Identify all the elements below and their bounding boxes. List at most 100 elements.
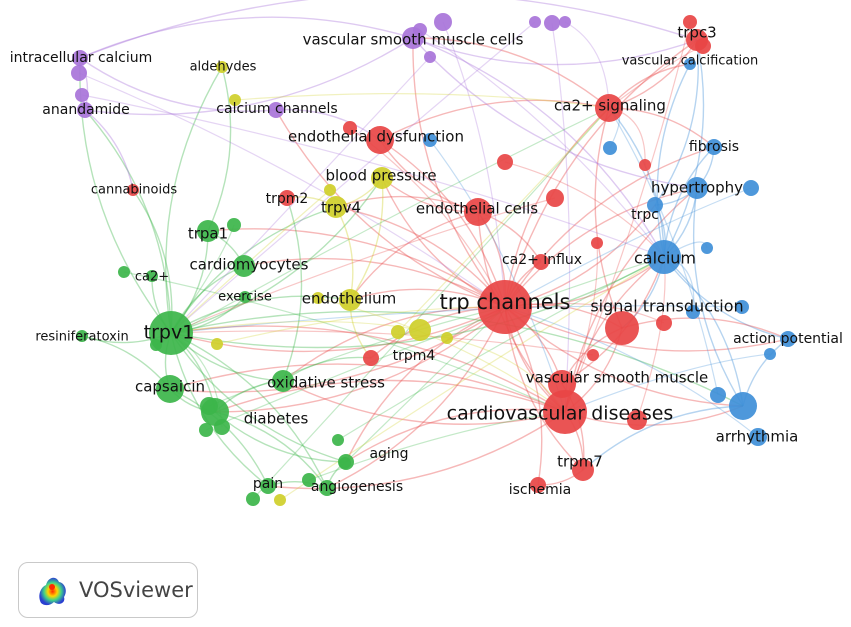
node-trpm4[interactable]: [363, 350, 379, 366]
edge-trpv1-endothelium: [170, 295, 351, 334]
node-cardiomyocytes[interactable]: [233, 255, 255, 277]
node-ischemia[interactable]: [530, 477, 546, 493]
edge-intracellular_calcium-calcium_channels: [79, 57, 277, 112]
node-minor-31[interactable]: [199, 423, 213, 437]
node-trpm7[interactable]: [572, 459, 594, 481]
edge-minor-36: [337, 256, 665, 441]
node-angiogenesis[interactable]: [319, 480, 335, 496]
node-fibrosis[interactable]: [706, 139, 722, 155]
node-vascular_smooth_muscle[interactable]: [548, 370, 576, 398]
node-endothelial_cells[interactable]: [464, 198, 492, 226]
node-trpc[interactable]: [647, 197, 663, 213]
edge-minor-7: [170, 56, 431, 334]
node-minor-11[interactable]: [497, 154, 513, 170]
node-diabetes[interactable]: [201, 398, 229, 426]
edge-minor-41: [279, 256, 665, 501]
edge-minor-24: [608, 107, 719, 396]
node-minor-43[interactable]: [312, 292, 324, 304]
edge-endothelial_cells-trpv4: [335, 195, 479, 213]
node-vascular_smooth_muscle_cells[interactable]: [402, 27, 424, 49]
edge-minor-44: [234, 93, 610, 109]
node-intracellular_calcium[interactable]: [72, 50, 88, 66]
node-minor-36[interactable]: [332, 434, 344, 446]
node-minor-28[interactable]: [118, 266, 130, 278]
node-minor-15[interactable]: [656, 315, 672, 331]
node-hypertrophy[interactable]: [686, 177, 708, 199]
node-trpa1[interactable]: [197, 220, 219, 242]
node-ca2_signaling[interactable]: [595, 94, 623, 122]
edge-trpv1-aging: [170, 332, 347, 463]
node-endothelium[interactable]: [339, 289, 361, 311]
node-minor-34[interactable]: [246, 492, 260, 506]
label-hypertrophy: hypertrophy: [651, 179, 743, 197]
node-minor-12[interactable]: [546, 189, 564, 207]
node-minor-40[interactable]: [211, 338, 223, 350]
node-cardiovascular_diseases[interactable]: [543, 390, 587, 434]
node-aging[interactable]: [338, 454, 354, 470]
node-minor-5[interactable]: [71, 65, 87, 81]
label-endothelial_cells: endothelial cells: [416, 200, 538, 218]
node-trpc3[interactable]: [686, 29, 708, 51]
node-minor-26[interactable]: [686, 305, 700, 319]
node-minor-2[interactable]: [529, 16, 541, 28]
label-resiniferatoxin: resiniferatoxin: [35, 330, 128, 345]
node-minor-0[interactable]: [434, 13, 452, 31]
node-trpm2[interactable]: [279, 190, 295, 206]
node-minor-23[interactable]: [764, 348, 776, 360]
node-cannabinoids[interactable]: [127, 184, 139, 196]
node-ca2[interactable]: [146, 270, 158, 282]
node-capsaicin[interactable]: [156, 375, 184, 403]
node-minor-25[interactable]: [749, 428, 767, 446]
node-minor-18[interactable]: [423, 133, 437, 147]
edge-minor-37: [170, 320, 421, 334]
node-minor-3[interactable]: [544, 15, 560, 31]
node-blood_pressure[interactable]: [371, 167, 393, 189]
node-calcium[interactable]: [647, 240, 681, 274]
node-trpv4[interactable]: [325, 196, 347, 218]
node-trpv1[interactable]: [149, 311, 193, 355]
node-anandamide[interactable]: [77, 102, 93, 118]
node-minor-33[interactable]: [302, 473, 316, 487]
node-minor-8[interactable]: [683, 15, 697, 29]
node-minor-6[interactable]: [75, 88, 89, 102]
node-oxidative_stress[interactable]: [272, 370, 294, 392]
node-minor-7[interactable]: [424, 51, 436, 63]
node-minor-19[interactable]: [603, 141, 617, 155]
node-signal_transduction[interactable]: [605, 311, 639, 345]
edge-trpv1-aldehydes: [165, 66, 223, 334]
node-pain[interactable]: [260, 478, 276, 494]
node-minor-22[interactable]: [735, 300, 749, 314]
node-minor-10[interactable]: [343, 121, 357, 135]
node-aldehydes[interactable]: [216, 61, 228, 73]
node-minor-13[interactable]: [591, 237, 603, 249]
node-minor-17[interactable]: [587, 349, 599, 361]
node-minor-4[interactable]: [559, 16, 571, 28]
node-minor-37[interactable]: [409, 319, 431, 341]
node-ca2_influx[interactable]: [533, 254, 549, 270]
node-arrhythmia[interactable]: [729, 392, 757, 420]
edge-arrhythmia-hypertrophy: [692, 187, 744, 407]
label-trpa1: trpa1: [188, 225, 228, 243]
node-trp_channels[interactable]: [478, 280, 532, 334]
edge-endothelial_cells-endothelial_dysfunction: [379, 139, 479, 213]
node-minor-41[interactable]: [274, 494, 286, 506]
node-minor-39[interactable]: [391, 325, 405, 339]
node-minor-38[interactable]: [441, 332, 453, 344]
node-resiniferatoxin[interactable]: [76, 330, 88, 342]
node-minor-44[interactable]: [229, 94, 241, 106]
node-minor-16[interactable]: [627, 410, 647, 430]
node-calcium_channels[interactable]: [268, 102, 284, 118]
node-minor-27[interactable]: [227, 218, 241, 232]
vosviewer-label: VOSviewer: [79, 578, 193, 602]
node-exercise[interactable]: [239, 291, 251, 303]
node-action_potential[interactable]: [780, 331, 796, 347]
node-minor-21[interactable]: [701, 242, 713, 254]
node-minor-20[interactable]: [743, 180, 759, 196]
node-minor-14[interactable]: [639, 159, 651, 171]
label-endothelium: endothelium: [302, 290, 397, 308]
node-minor-42[interactable]: [324, 184, 336, 196]
label-capsaicin: capsaicin: [135, 378, 205, 396]
node-endothelial_dysfunction[interactable]: [366, 126, 394, 154]
node-vascular_calcification[interactable]: [684, 58, 696, 70]
node-minor-24[interactable]: [710, 387, 726, 403]
